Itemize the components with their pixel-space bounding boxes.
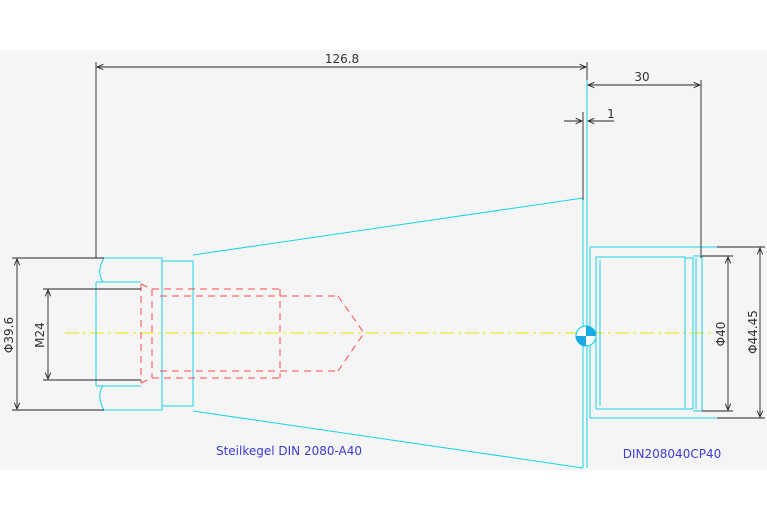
center-mark-icon (575, 325, 597, 347)
label-left-part: Steilkegel DIN 2080-A40 (216, 444, 362, 458)
dimension-label-overall-length: 126.8 (325, 52, 359, 66)
dimension-label-diameter-4445: Φ44.45 (746, 310, 760, 354)
thread-hidden-lines (140, 283, 365, 384)
dimension-gap (564, 112, 614, 200)
dimension-label-thread: M24 (33, 322, 47, 348)
dimension-overall-length (95, 62, 588, 258)
dimension-label-flange-length: 30 (634, 70, 649, 84)
dimension-label-diameter-left: Φ39.6 (2, 317, 16, 353)
dimension-diameter-40 (702, 255, 733, 412)
dimension-label-gap: 1 (607, 107, 615, 121)
label-right-part: DIN208040CP40 (623, 447, 721, 461)
drawing-background (0, 50, 767, 470)
dimension-flange-length (588, 80, 702, 258)
dimension-diameter-left (12, 257, 104, 411)
dimension-thread (43, 288, 141, 381)
right-part-outline (589, 246, 717, 419)
dimension-label-diameter-40: Φ40 (714, 322, 728, 347)
steep-taper-outline (95, 80, 588, 469)
dimension-diameter-4445 (717, 246, 765, 419)
